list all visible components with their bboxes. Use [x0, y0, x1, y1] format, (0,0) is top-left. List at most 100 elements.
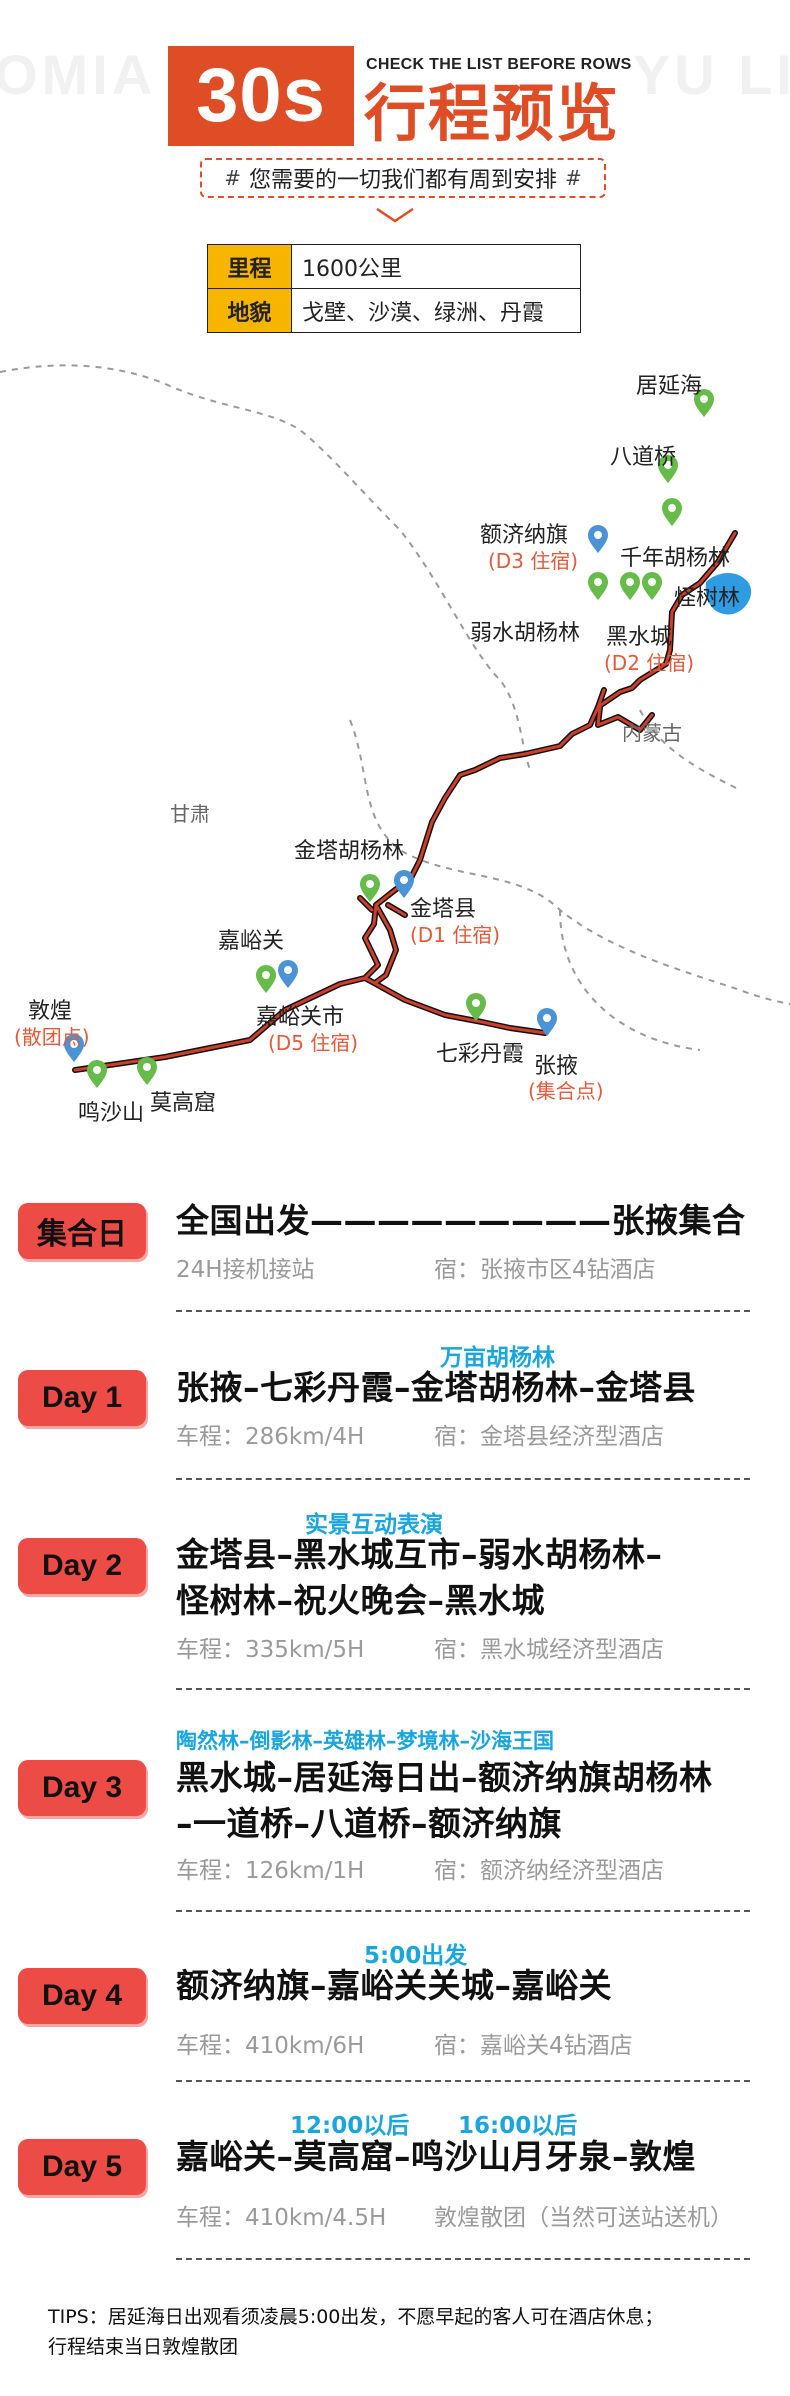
subtitle-pill: # 您需要的一切我们都有周到安排 #	[200, 158, 606, 198]
label-dunhuang-note: (散团点)	[14, 1025, 90, 1049]
day-note: 万亩胡杨林	[440, 1345, 555, 1371]
info-value: 戈壁、沙漠、绿洲、丹霞	[291, 288, 581, 333]
day-meta: 24H接机接站 宿：张掖市区4钻酒店	[176, 1250, 656, 1284]
label-badaoqiao: 八道桥	[610, 445, 676, 470]
day-meta: 车程：286km/4H 宿：金塔县经济型酒店	[176, 1417, 664, 1451]
divider	[176, 1688, 750, 1690]
label-jiayuguan: 嘉峪关	[218, 929, 284, 954]
day-distance: 车程：410km/6H	[176, 2033, 365, 2059]
route-line	[72, 530, 738, 1073]
label-heishuicheng: 黑水城	[606, 625, 672, 650]
info-row-distance: 里程 1600公里	[207, 244, 581, 289]
pin-qiannian	[662, 498, 682, 526]
day-pill-1: Day 1	[18, 1370, 146, 1426]
day-route: 金塔县–黑水城互市–弱水胡杨林–	[176, 1535, 663, 1574]
day-distance: 车程：410km/4.5H	[176, 2205, 387, 2231]
region-gansu: 甘肃	[170, 802, 210, 826]
label-jinta: 金塔县	[410, 897, 476, 922]
pin-mogao	[137, 1057, 157, 1085]
day-route: 额济纳旗–嘉峪关关城–嘉峪关	[176, 1966, 612, 2005]
page-title: 行程预览	[364, 77, 621, 150]
day-stay: 宿：嘉峪关4钻酒店	[434, 2033, 633, 2059]
label-ruoshui: 弱水胡杨林	[470, 621, 580, 646]
day-distance: 车程：286km/4H	[176, 1424, 365, 1450]
day-distance: 车程：126km/1H	[176, 1858, 365, 1884]
info-row-terrain: 地貌 戈壁、沙漠、绿洲、丹霞	[207, 288, 581, 333]
info-key: 地貌	[207, 288, 292, 333]
day-route: 张掖–七彩丹霞–金塔胡杨林–金塔县	[176, 1368, 696, 1407]
tips-line-1: TIPS：居延海日出观看须凌晨5:00出发，不愿早起的客人可在酒店休息；	[48, 2306, 664, 2328]
day-note: 5:00出发	[364, 1943, 468, 1969]
day-pill-2: Day 2	[18, 1538, 146, 1594]
label-mingsha: 鸣沙山	[78, 1101, 144, 1126]
pin-jiayuguan	[256, 965, 276, 993]
hash-left: #	[224, 166, 241, 190]
label-heishuicheng-note: (D2 住宿)	[604, 651, 694, 675]
label-jiayuguan-city: 嘉峪关市	[256, 1005, 344, 1030]
day-meta: 车程：410km/6H 宿：嘉峪关4钻酒店	[176, 2026, 633, 2060]
bg-watermark-left: OMIA	[0, 43, 157, 106]
map-pins	[64, 389, 714, 1088]
chevron-down-icon	[376, 207, 414, 223]
day-stay: 宿：金塔县经济型酒店	[434, 1424, 664, 1450]
tips-line-2: 行程结束当日敦煌散团	[48, 2336, 239, 2358]
info-key: 里程	[207, 244, 292, 289]
pin-guaishulin-a	[620, 572, 640, 600]
pin-mingsha	[87, 1060, 107, 1088]
label-juyanhai: 居延海	[636, 374, 702, 399]
day-distance: 24H接机接站	[176, 1257, 315, 1283]
route-map: 甘肃 内蒙古 居延海 八道桥 额济纳旗 (D3 住宿) 千年胡杨林 怪树林 弱水…	[0, 364, 790, 1126]
pin-jinta	[394, 870, 414, 898]
divider	[176, 2258, 750, 2260]
hash-right: #	[565, 166, 582, 190]
day-distance: 车程：335km/5H	[176, 1637, 365, 1663]
info-value: 1600公里	[291, 244, 581, 289]
day-note: 陶然林–倒影林–英雄林–梦境林–沙海王国	[176, 1729, 554, 1753]
label-mogao: 莫高窟	[150, 1091, 216, 1116]
day-pill-4: Day 4	[18, 1968, 146, 2024]
day-meta: 车程：335km/5H 宿：黑水城经济型酒店	[176, 1630, 664, 1664]
subtitle-text: 您需要的一切我们都有周到安排	[248, 168, 557, 193]
juyanhai-lake	[705, 572, 752, 615]
label-jiayuguan-city-note: (D5 住宿)	[268, 1031, 358, 1055]
label-qicai: 七彩丹霞	[436, 1042, 524, 1067]
label-zhangye: 张掖	[534, 1054, 578, 1079]
day-note-2: 16:00以后	[458, 2113, 578, 2139]
label-guaishulin: 怪树林	[674, 586, 740, 611]
label-ejinaqi: 额济纳旗	[480, 523, 568, 548]
region-neimenggu: 内蒙古	[622, 721, 682, 745]
day-pill-3: Day 3	[18, 1760, 146, 1816]
label-zhangye-note: (集合点)	[528, 1079, 604, 1103]
info-table: 里程 1600公里 地貌 戈壁、沙漠、绿洲、丹霞	[207, 244, 581, 333]
pin-jiayuguan-city	[278, 960, 298, 988]
divider	[176, 1910, 750, 1912]
day-note: 12:00以后	[290, 2113, 410, 2139]
day-stay: 宿：黑水城经济型酒店	[434, 1637, 664, 1663]
bg-watermark-right: YU LI	[632, 43, 790, 106]
day-meta: 车程：126km/1H 宿：额济纳经济型酒店	[176, 1851, 664, 1885]
day-meta: 车程：410km/4.5H 敦煌散团（当然可送站送机）	[176, 2198, 733, 2232]
divider	[176, 2080, 750, 2082]
label-qiannian: 千年胡杨林	[620, 546, 730, 571]
day-route-line2: 怪树林–祝火晚会–黑水城	[176, 1581, 545, 1620]
day-route: 黑水城–居延海日出–额济纳旗胡杨林	[176, 1758, 713, 1797]
label-dunhuang: 敦煌	[28, 999, 72, 1024]
label-jinta-note: (D1 住宿)	[410, 923, 500, 947]
divider	[176, 1310, 750, 1312]
badge-30s: 30s	[168, 46, 354, 146]
pin-ejinaqi	[588, 525, 608, 553]
title-en: CHECK THE LIST BEFORE ROWS	[366, 56, 632, 73]
day-route: 嘉峪关–莫高窟–鸣沙山月牙泉–敦煌	[176, 2137, 696, 2176]
label-jinta-huyang: 金塔胡杨林	[294, 839, 404, 864]
day-stay: 敦煌散团（当然可送站送机）	[434, 2205, 733, 2231]
day-stay: 宿：张掖市区4钻酒店	[434, 1257, 656, 1283]
tips: TIPS：居延海日出观看须凌晨5:00出发，不愿早起的客人可在酒店休息； 行程结…	[48, 2302, 768, 2362]
day-route-line2: –一道桥–八道桥–额济纳旗	[176, 1804, 562, 1843]
day-note: 实景互动表演	[305, 1512, 443, 1538]
pin-guaishulin-b	[642, 572, 662, 600]
day-pill-5: Day 5	[18, 2139, 146, 2195]
pin-ruoshui	[588, 572, 608, 600]
day-pill-gather: 集合日	[18, 1203, 146, 1259]
label-ejinaqi-note: (D3 住宿)	[488, 549, 578, 573]
day-route: 全国出发—————————张掖集合	[176, 1201, 746, 1240]
